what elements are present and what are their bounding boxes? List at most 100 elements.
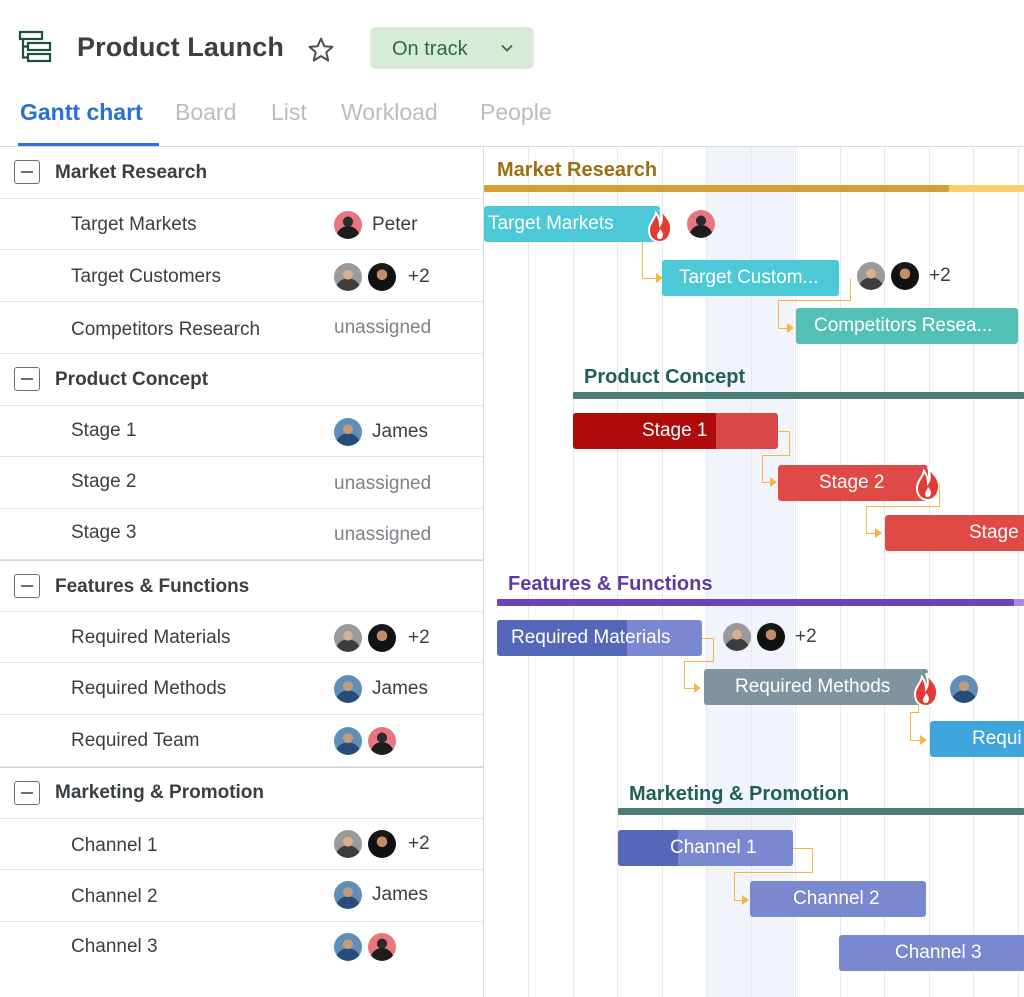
avatar [687,210,715,238]
assignee-name: James [372,421,428,442]
day-gridline [884,147,885,997]
assignee-cell[interactable]: unassigned [334,313,431,343]
task-name: Required Materials [71,627,231,648]
dependency-link [793,848,813,849]
bar-label: Channel 2 [793,888,880,909]
task-name: Channel 2 [71,886,158,907]
task-bar-channel-1[interactable]: Channel 1 [618,830,793,866]
bar-label: Channel 1 [670,837,757,858]
star-outline-icon[interactable] [307,36,335,64]
task-row[interactable]: Required Materials +2 [0,612,483,663]
group-summary-bar[interactable] [484,185,949,192]
task-row[interactable]: Channel 1 +2 [0,819,483,870]
bar-label: Stage [969,522,1019,543]
task-bar-stage-2[interactable]: Stage 2 [778,465,928,501]
task-name: Stage 3 [71,522,137,543]
status-dropdown[interactable]: On track [370,27,534,69]
task-bar-required-team[interactable]: Requi [930,721,1024,757]
collapse-icon[interactable] [14,160,40,184]
dependency-link [702,638,714,639]
day-gridline [573,147,574,997]
task-bar-target-markets[interactable]: Target Markets [484,206,660,242]
dependency-link [734,872,813,873]
assignee-cell[interactable]: James [334,417,428,447]
tab-list[interactable]: List [271,99,307,125]
day-gridline [973,147,974,997]
dependency-arrow-icon [742,895,749,905]
assignee-cell[interactable]: unassigned [334,469,431,499]
avatar [723,623,751,651]
assignee-cell[interactable]: unassigned [334,520,431,550]
task-bar-stage-1[interactable]: Stage 1 [573,413,778,449]
project-header: Product Launch On track Gantt chart Boar… [0,0,1024,148]
task-row[interactable]: Required Methods James [0,663,483,715]
group-summary-bar[interactable] [497,599,1014,606]
task-bar-channel-2[interactable]: Channel 2 [750,881,926,917]
tab-workload[interactable]: Workload [341,99,438,125]
group-summary-bar-remaining [1014,599,1024,606]
task-row[interactable]: Target Markets Peter [0,199,483,250]
avatar [334,624,362,652]
bar-progress [497,620,627,656]
tab-board[interactable]: Board [175,99,237,125]
bar-assignees[interactable] [687,210,721,238]
dependency-link [684,661,685,689]
task-row[interactable]: Channel 3 [0,922,483,974]
dependency-link [918,705,919,713]
avatar [334,211,362,239]
group-row-features-functions[interactable]: Features & Functions [0,560,483,612]
timeline-group-label: Features & Functions [508,573,713,595]
avatar [334,830,362,858]
group-summary-bar[interactable] [618,808,1024,815]
assignee-cell[interactable] [334,932,402,962]
dependency-arrow-icon [875,528,882,538]
assignee-name: Peter [372,214,418,235]
assignee-cell[interactable]: +2 [334,262,430,292]
assignee-cell[interactable]: James [334,880,428,910]
tab-people[interactable]: People [480,99,552,125]
chevron-down-icon [501,44,513,52]
bar-assignees[interactable]: +2 [857,262,951,290]
avatar [334,418,362,446]
task-row[interactable]: Stage 3 unassigned [0,509,483,560]
task-row[interactable]: Target Customers +2 [0,250,483,302]
header-divider [0,146,1024,147]
group-row-market-research[interactable]: Market Research [0,147,483,199]
avatar [334,933,362,961]
task-name: Channel 1 [71,835,158,856]
assignee-cell[interactable]: +2 [334,829,430,859]
task-row[interactable]: Competitors Research unassigned [0,302,483,354]
collapse-icon[interactable] [14,574,40,598]
group-row-marketing-promotion[interactable]: Marketing & Promotion [0,767,483,819]
assignee-cell[interactable]: Peter [334,210,417,240]
dependency-link [789,431,790,456]
dependency-arrow-icon [656,273,663,283]
task-bar-stage-3[interactable]: Stage [885,515,1024,551]
group-summary-bar[interactable] [573,392,1024,399]
task-row[interactable]: Required Team [0,715,483,767]
assignee-cell[interactable]: +2 [334,623,430,653]
group-row-product-concept[interactable]: Product Concept [0,354,483,406]
dependency-link [778,300,851,301]
avatar [368,624,396,652]
collapse-icon[interactable] [14,781,40,805]
task-bar-required-materials[interactable]: Required Materials [497,620,702,656]
dependency-link [778,300,779,329]
bar-progress [618,830,678,866]
bar-assignees[interactable]: +2 [723,623,817,651]
task-bar-required-methods[interactable]: Required Methods [704,669,928,705]
bar-assignees[interactable] [950,675,984,703]
task-row[interactable]: Channel 2 James [0,870,483,922]
dependency-link [778,431,790,432]
day-gridline [929,147,930,997]
task-bar-target-customers[interactable]: Target Custom... [662,260,839,296]
tab-gantt-chart[interactable]: Gantt chart [20,99,143,125]
task-row[interactable]: Stage 1 James [0,406,483,457]
assignee-cell[interactable] [334,726,402,756]
assignee-cell[interactable]: James [334,674,428,704]
collapse-icon[interactable] [14,367,40,391]
fire-icon [647,208,673,243]
task-bar-channel-3[interactable]: Channel 3 [839,935,1024,971]
task-row[interactable]: Stage 2 unassigned [0,457,483,509]
task-bar-competitors-research[interactable]: Competitors Resea... [796,308,1018,344]
